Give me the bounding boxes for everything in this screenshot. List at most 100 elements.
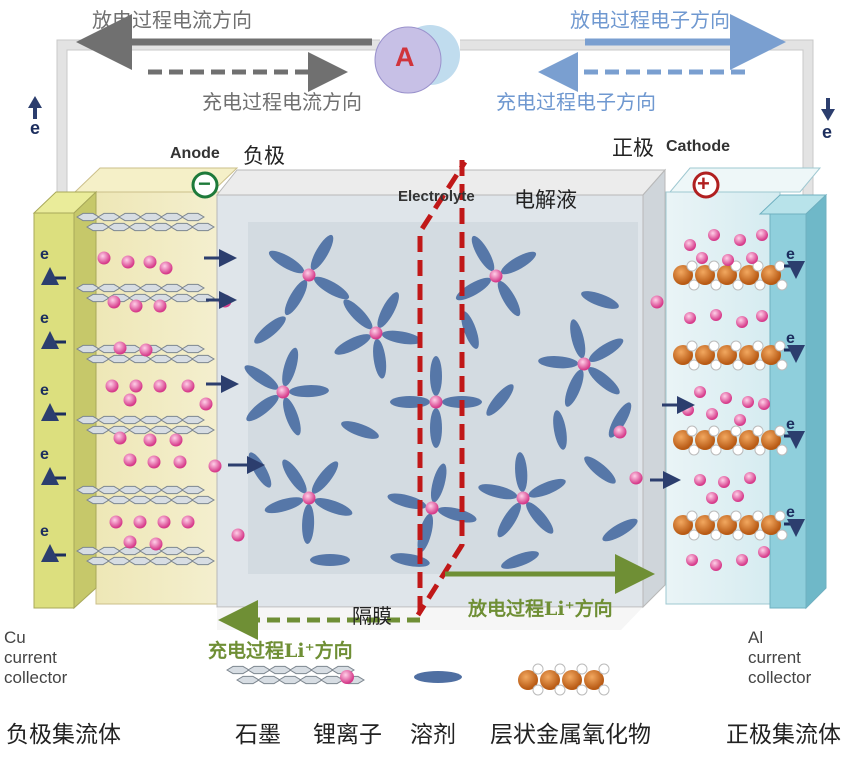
lithium-ion — [734, 414, 746, 426]
ammeter-label: A — [395, 42, 415, 72]
lithium-ion — [744, 472, 756, 484]
solvent-molecule — [268, 250, 305, 274]
graphite-layer — [226, 665, 365, 685]
solvent-molecule — [430, 463, 447, 503]
solvent-molecule — [310, 234, 334, 271]
lithium-ion — [302, 491, 316, 505]
graphite-layers — [76, 212, 215, 566]
lithium-ion — [722, 254, 734, 266]
left-electron-up-arrow — [28, 96, 42, 119]
legend-layered-oxide-icon — [518, 663, 610, 696]
lithium-ion — [121, 255, 135, 269]
solvent-molecule — [282, 459, 307, 494]
anode-sign-label: − — [198, 171, 211, 196]
solvent-molecule — [314, 498, 353, 516]
oxide-layer — [673, 260, 788, 291]
lithium-ion — [302, 268, 316, 282]
al-label-line-2: current — [748, 648, 801, 667]
solvent-molecule — [282, 347, 299, 387]
separator-membrane — [415, 160, 468, 617]
lithium-ion — [758, 398, 770, 410]
external-circuit-wire-outline — [56, 39, 814, 195]
cu-label-line-3: collector — [4, 668, 68, 687]
lithium-ion — [143, 255, 157, 269]
cathode-collector-label: 正极集流体 — [726, 722, 841, 748]
electron-label: e — [786, 246, 795, 263]
ammeter-icon — [374, 25, 460, 94]
lithium-ion — [129, 299, 143, 313]
solvent-molecule — [486, 384, 514, 416]
solvent-molecule — [430, 356, 442, 396]
solvent-molecule — [302, 503, 315, 544]
solvent-molecule — [528, 478, 566, 498]
solvent-molecule — [377, 292, 399, 328]
electron-curve-arrow — [41, 267, 66, 285]
lithium-ion — [708, 229, 720, 241]
solvent-molecule — [588, 338, 624, 362]
solvent-molecule — [602, 518, 638, 542]
solvent-molecule — [478, 484, 518, 500]
lithium-ion — [706, 492, 718, 504]
solvent-molecule — [417, 513, 434, 553]
lithium-ion — [736, 554, 748, 566]
al-collector-label: Al current collector — [748, 628, 811, 688]
cathode-lithium-ions — [682, 229, 770, 571]
graphite-layer — [76, 415, 215, 435]
charge-current-label: 充电过程电流方向 — [202, 90, 362, 114]
legend-solvent-icon — [414, 671, 462, 683]
electron-label: e — [40, 523, 49, 540]
lithium-ion — [107, 295, 121, 309]
solvent-molecule — [373, 338, 387, 379]
lithium-ion — [696, 252, 708, 264]
al-label-line-3: collector — [748, 668, 812, 687]
lithium-ion — [153, 299, 167, 313]
electron-label: e — [786, 416, 795, 433]
discharge-current-label: 放电过程电流方向 — [92, 8, 252, 32]
electron-label: e — [786, 504, 795, 521]
lithium-ion — [149, 537, 163, 551]
solvent-molecule — [553, 410, 567, 450]
lithium-ion — [181, 379, 195, 393]
solvent-molecule — [390, 396, 430, 408]
anode-cn-label: 负极 — [243, 144, 285, 168]
charge-electron-label: 充电过程电子方向 — [496, 90, 656, 114]
solvent-molecule — [564, 369, 584, 407]
collector-electron-arrows — [41, 261, 805, 562]
lithium-ion — [720, 392, 732, 404]
lithium-ion — [113, 341, 127, 355]
lithium-ion — [123, 393, 137, 407]
graphite-layer — [76, 212, 215, 232]
graphite-layer — [76, 485, 215, 505]
left-electron-label: e — [30, 118, 41, 138]
lithium-ion — [199, 397, 213, 411]
electron-label: e — [40, 310, 49, 327]
anode-collector-label: 负极集流体 — [6, 722, 121, 748]
legend-graphite-label: 石墨 — [235, 722, 281, 748]
solvent-molecule — [311, 461, 339, 494]
electron-curve-arrow — [41, 467, 66, 485]
cathode-sign-icon — [692, 171, 720, 199]
lithium-ion — [425, 501, 439, 515]
solvent-molecule — [310, 554, 350, 566]
lithium-ion — [129, 379, 143, 393]
electron-curve-arrow — [784, 261, 805, 279]
electron-curve-arrow — [784, 431, 805, 449]
lithium-ion — [756, 310, 768, 322]
lithium-ion — [613, 425, 627, 439]
lithium-ion — [208, 459, 222, 473]
lithium-ion — [734, 234, 746, 246]
lithium-ion — [123, 453, 137, 467]
electron-curve-arrow — [784, 519, 805, 537]
lithium-ion — [105, 379, 119, 393]
anode-sign-icon — [191, 171, 219, 199]
lithium-ion — [181, 515, 195, 529]
lithium-ion — [139, 343, 153, 357]
ion-flow-arrows — [204, 249, 695, 489]
anode-en-label: Anode — [170, 145, 220, 162]
solvent-molecule — [334, 334, 371, 355]
charge-li-label: 充电过程Li⁺方向 — [208, 640, 353, 662]
lithium-ion — [706, 408, 718, 420]
solvent-molecule — [254, 316, 286, 344]
lithium-ion — [684, 239, 696, 251]
